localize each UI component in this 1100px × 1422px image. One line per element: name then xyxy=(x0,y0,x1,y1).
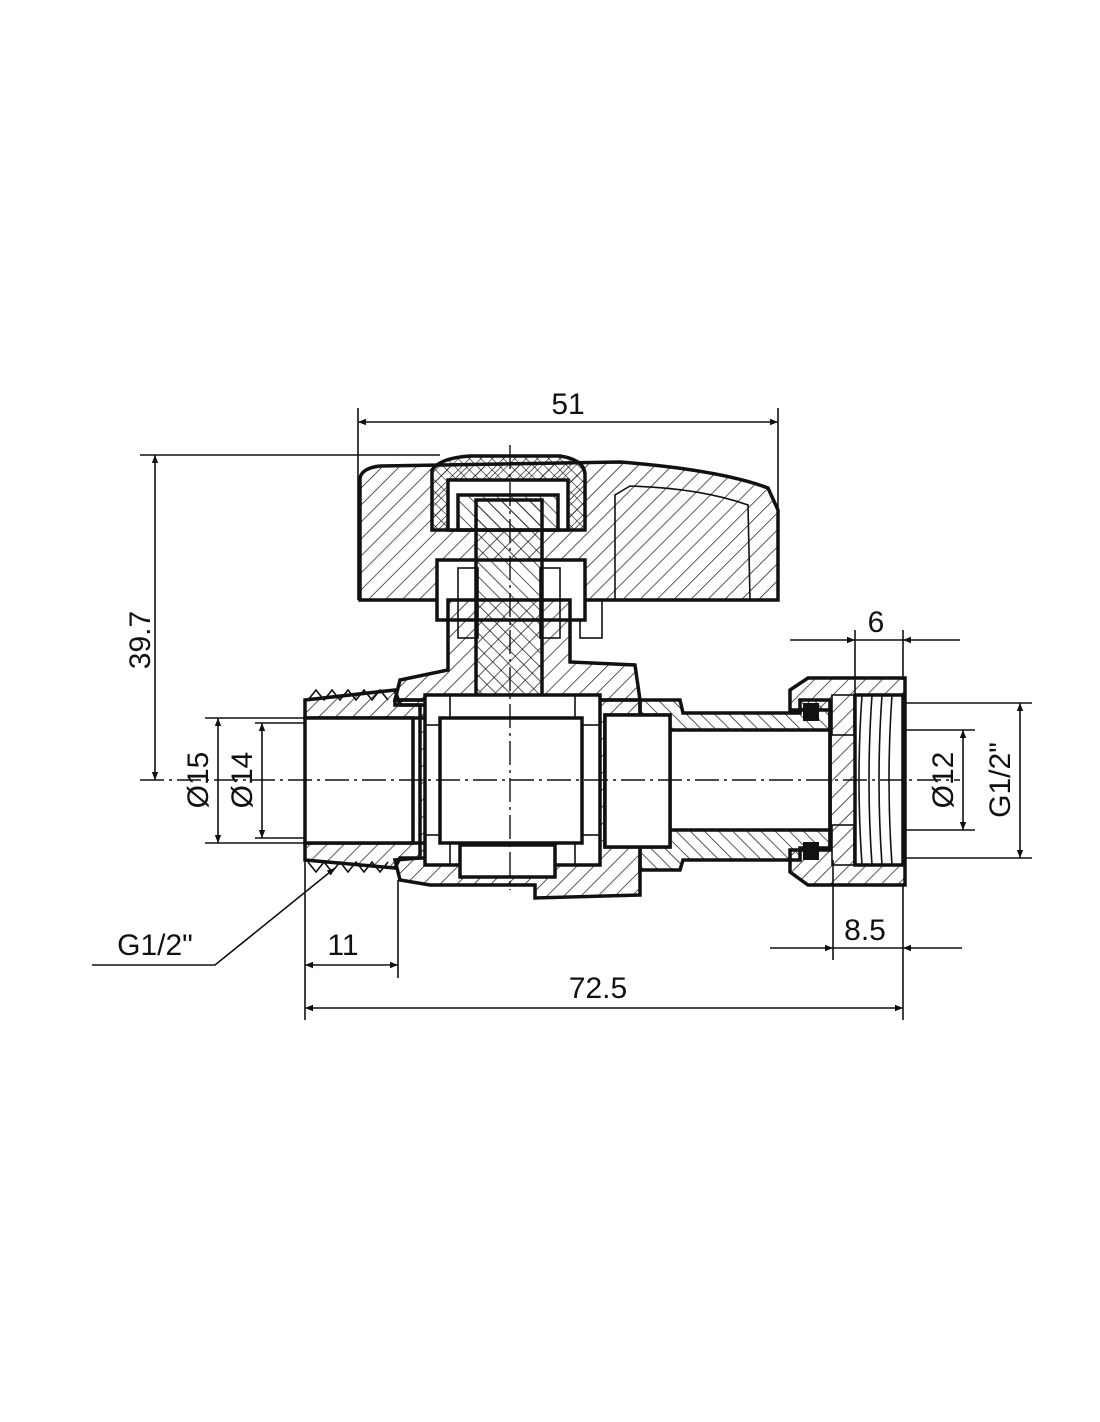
dimension-diameter-12: Ø12 xyxy=(905,729,975,831)
svg-text:Ø12: Ø12 xyxy=(927,752,960,809)
dimension-8-5: 8.5 xyxy=(770,860,962,1020)
union-tube xyxy=(603,698,832,872)
stem xyxy=(474,498,544,714)
svg-text:72.5: 72.5 xyxy=(569,972,627,1005)
svg-text:39.7: 39.7 xyxy=(124,611,157,669)
dimension-72-5: 72.5 xyxy=(305,972,903,1012)
svg-text:G1/2": G1/2" xyxy=(117,929,193,962)
left-pipe xyxy=(303,688,432,874)
dimension-51: 51 xyxy=(357,388,779,600)
svg-text:8.5: 8.5 xyxy=(844,914,886,947)
svg-text:G1/2": G1/2" xyxy=(984,742,1017,818)
dimension-diameter-15: Ø15 xyxy=(182,717,305,844)
dimension-11: 11 xyxy=(304,860,399,1020)
dimension-diameter-14: Ø14 xyxy=(226,722,305,839)
svg-text:Ø14: Ø14 xyxy=(226,752,259,809)
ball xyxy=(423,693,602,879)
dimension-thread-right: G1/2" xyxy=(905,702,1032,859)
svg-text:6: 6 xyxy=(868,606,885,639)
dimension-39-7: 39.7 xyxy=(124,454,440,780)
svg-text:Ø15: Ø15 xyxy=(182,752,215,809)
dimension-thread-left: G1/2" xyxy=(92,867,336,966)
svg-text:11: 11 xyxy=(327,929,358,962)
dimension-6: 6 xyxy=(790,606,960,700)
svg-text:51: 51 xyxy=(551,388,584,421)
